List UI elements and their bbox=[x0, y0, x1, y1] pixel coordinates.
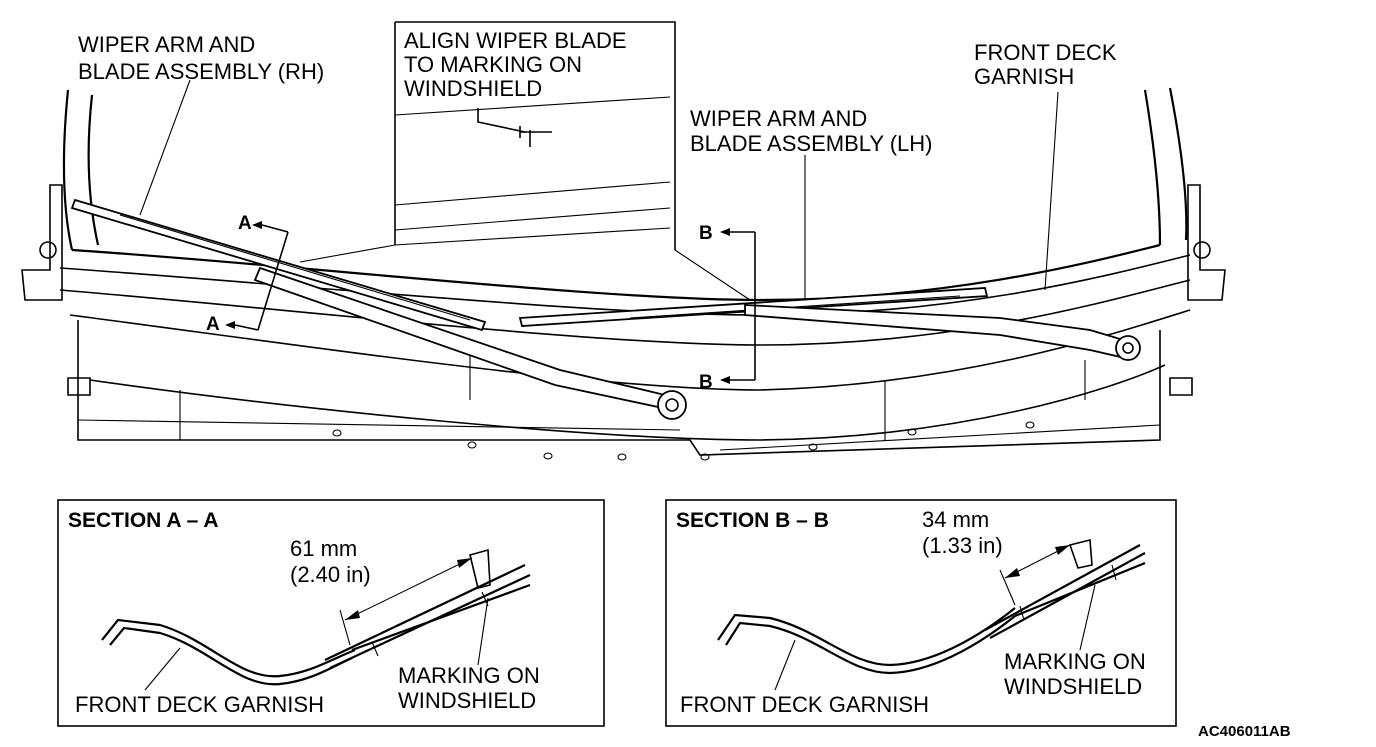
section-b-dim-imperial: (1.33 in) bbox=[922, 533, 1003, 558]
cowl-mounting-holes bbox=[332, 421, 1035, 461]
section-a-garnish-profile bbox=[101, 618, 356, 678]
section-b-marking-line1: MARKING ON bbox=[1004, 649, 1146, 674]
section-b-garnish-profile bbox=[717, 607, 1016, 667]
label-front-deck-line1: FRONT DECK bbox=[974, 40, 1117, 65]
label-wiper-rh-line1: WIPER ARM AND bbox=[78, 32, 255, 57]
section-a-marking-line2: WINDSHIELD bbox=[398, 688, 536, 713]
section-b-marking-line2: WINDSHIELD bbox=[1004, 674, 1142, 699]
left-a-pillar bbox=[62, 89, 74, 251]
section-a-blade-clip bbox=[469, 548, 491, 589]
section-a-dim-value: 61 mm bbox=[290, 536, 357, 561]
right-a-pillar bbox=[1143, 89, 1162, 246]
section-a-cut-line bbox=[257, 231, 289, 331]
label-front-deck-line2: GARNISH bbox=[974, 64, 1074, 89]
section-a-frame bbox=[57, 499, 605, 727]
windshield-marking-symbol bbox=[519, 126, 552, 147]
right-side-bracket bbox=[1187, 184, 1226, 301]
label-section-b-bottom: B bbox=[699, 372, 713, 393]
label-align-line3: WINDSHIELD bbox=[404, 76, 542, 101]
label-wiper-lh-line1: WIPER ARM AND bbox=[690, 106, 867, 131]
section-b-title: SECTION B – B bbox=[676, 509, 829, 532]
wiper-rh-pivot bbox=[657, 390, 687, 420]
section-b-garnish-label: FRONT DECK GARNISH bbox=[680, 692, 929, 717]
label-align-line1: ALIGN WIPER BLADE bbox=[404, 28, 627, 53]
wiper-lh-assembly bbox=[518, 287, 1141, 361]
label-section-a-bottom: A bbox=[206, 314, 220, 335]
section-b-blade-clip bbox=[1068, 538, 1093, 569]
section-a-dim-imperial: (2.40 in) bbox=[290, 562, 371, 587]
label-wiper-rh-line2: BLADE ASSEMBLY (RH) bbox=[78, 59, 324, 84]
leader-front-deck-garnish bbox=[1044, 91, 1059, 291]
section-b-dim-value: 34 mm bbox=[922, 507, 989, 532]
label-section-a-top: A bbox=[238, 213, 252, 234]
section-b-frame bbox=[665, 499, 1177, 727]
wiper-lh-pivot bbox=[1115, 335, 1141, 361]
section-a-panel: SECTION A – A 61 mm (2.40 in) FRONT DECK… bbox=[57, 499, 605, 727]
figure-code: AC406011AB bbox=[1198, 723, 1291, 740]
section-a-title: SECTION A – A bbox=[68, 509, 219, 532]
section-b-panel: SECTION B – B 34 mm (1.33 in) FRONT DECK… bbox=[665, 499, 1177, 727]
section-a-garnish-label: FRONT DECK GARNISH bbox=[75, 692, 324, 717]
windshield-and-cowl-illustration bbox=[21, 21, 1226, 461]
left-side-bracket bbox=[21, 184, 63, 301]
section-a-marking-line1: MARKING ON bbox=[398, 663, 540, 688]
label-wiper-lh-line2: BLADE ASSEMBLY (LH) bbox=[690, 131, 933, 156]
leader-wiper-rh bbox=[139, 79, 191, 216]
align-callout-box bbox=[395, 21, 676, 250]
label-section-b-top: B bbox=[699, 223, 713, 244]
section-a-dimension-line bbox=[344, 557, 473, 621]
label-align-line2: TO MARKING ON bbox=[404, 52, 582, 77]
wiper-lh-arm bbox=[744, 304, 1132, 360]
